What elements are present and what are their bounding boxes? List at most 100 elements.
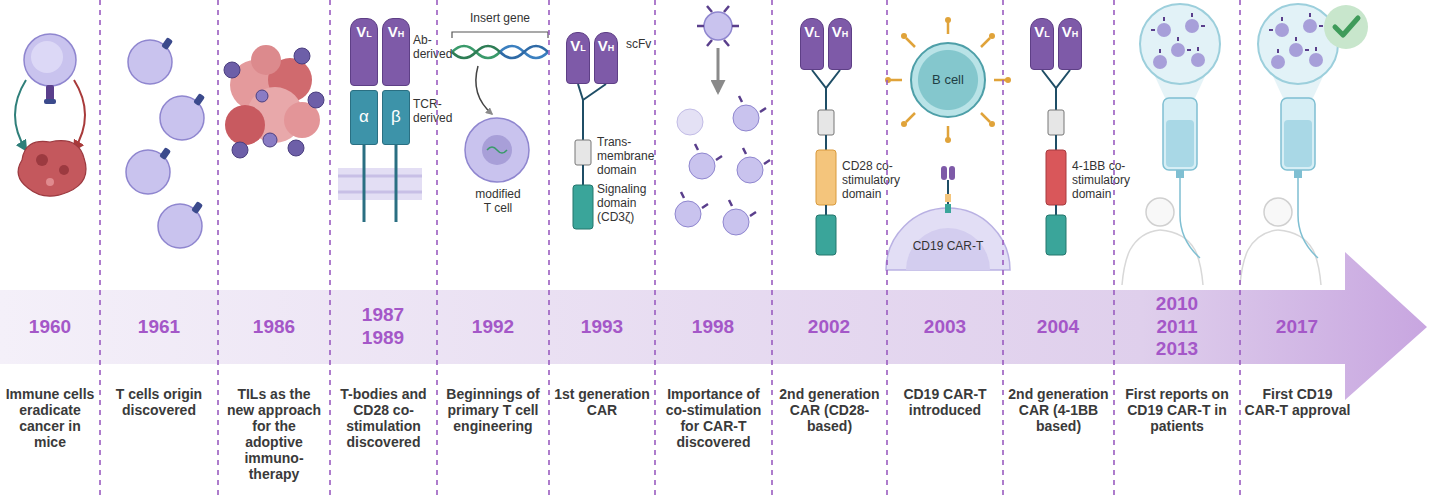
domain-label: VL	[804, 24, 820, 41]
year-label: 2017	[1267, 316, 1327, 339]
timeline-arrow: 1960196119861987 19891992199319982002200…	[0, 250, 1429, 402]
year-label: 1992	[463, 316, 523, 339]
approved-infusion	[1240, 230, 1278, 285]
milestone-description: 2nd generation CAR (4-1BB based)	[1007, 386, 1110, 434]
column-divider	[329, 0, 331, 496]
patient-infusion	[1157, 23, 1171, 37]
milestone-description: 2nd generation CAR (CD28-based)	[776, 386, 883, 434]
approved-infusion	[1278, 230, 1321, 285]
domain-label: VL	[570, 38, 586, 55]
approved-infusion	[1269, 13, 1323, 53]
year-label: 2004	[1028, 316, 1088, 339]
car-4-1bb	[1046, 215, 1066, 255]
domain-label: CD28 co-stimulatory domain	[842, 160, 908, 201]
domain-label: 4-1BB co-stimulatory domain	[1072, 160, 1138, 201]
column-divider	[771, 0, 773, 496]
t-cell-expansion	[723, 209, 749, 235]
column-divider	[1002, 0, 1004, 496]
gene-insertion	[452, 46, 500, 58]
domain-label: α	[359, 108, 369, 127]
t-cells	[161, 37, 173, 50]
cd19-car-t	[989, 121, 995, 127]
tumor-infiltrating-lymphocytes	[308, 92, 324, 108]
tumor-infiltrating-lymphocytes	[224, 45, 324, 158]
cd19-car-t	[901, 121, 907, 127]
t-cell-expansion	[675, 201, 701, 227]
tumor-infiltrating-lymphocytes	[232, 142, 248, 158]
t-body-membrane	[363, 145, 366, 222]
year-label: 1998	[683, 316, 743, 339]
gene-insertion	[452, 32, 548, 182]
patient-infusion	[1122, 230, 1160, 285]
approved-infusion	[1264, 198, 1292, 226]
domain-label: VL	[1034, 24, 1050, 41]
year-label: 1993	[572, 316, 632, 339]
vl-domain: VL	[1030, 18, 1054, 70]
gene-insertion	[476, 66, 492, 114]
t-cell-expansion	[689, 153, 715, 179]
domain-label: VH	[832, 24, 849, 41]
milestone-description: T cells origin discovered	[104, 386, 214, 418]
gene-insertion	[465, 118, 529, 182]
patient-infusion	[1122, 4, 1220, 285]
cd19-car-t	[945, 204, 951, 213]
vl-domain: VL	[800, 18, 824, 70]
cd19-car-t	[945, 137, 951, 143]
cd19-car-t	[1005, 77, 1011, 83]
domain-label: Ab-derived	[413, 34, 459, 62]
milestone-description: Importance of co-stimulation for CAR-T d…	[659, 386, 768, 450]
year-label: 2002	[799, 316, 859, 339]
tumor-infiltrating-lymphocytes	[251, 45, 281, 75]
approved-infusion	[1294, 170, 1302, 178]
vh-domain: VH	[594, 32, 618, 84]
patient-infusion	[1140, 4, 1220, 84]
t-cell-expansion	[737, 157, 763, 183]
vl-domain: VL	[566, 32, 590, 84]
milestone-description: T-bodies and CD28 co-stimulation discove…	[334, 386, 433, 450]
approved-infusion	[1298, 178, 1318, 258]
column-divider	[217, 0, 219, 496]
vl-domain: VL	[350, 18, 378, 86]
approved-infusion	[1258, 4, 1338, 84]
patient-infusion	[1185, 19, 1199, 33]
tumor-infiltrating-lymphocytes	[256, 90, 268, 102]
t-body-membrane	[395, 145, 398, 222]
t-cells	[191, 201, 203, 214]
car-4-1bb	[1048, 110, 1064, 135]
column-divider	[1113, 0, 1115, 496]
car-cd28	[825, 205, 827, 215]
t-body-membrane	[338, 175, 422, 178]
column-divider	[654, 0, 656, 496]
cd19-car-t	[901, 33, 907, 39]
column-divider	[100, 0, 1240, 496]
cell-label: B cell	[932, 73, 964, 87]
gene-insertion	[500, 46, 548, 58]
cd19-car-t	[886, 208, 1010, 270]
domain-label: β	[391, 108, 401, 127]
cd19-car-t	[890, 22, 1006, 138]
cd19-car-t	[941, 166, 947, 180]
vh-domain: VH	[828, 18, 852, 70]
patient-infusion	[1176, 170, 1184, 178]
column-divider	[1239, 0, 1241, 496]
car-4-1bb	[1055, 135, 1057, 150]
tcr-beta-domain: β	[382, 90, 410, 145]
t-cell-attack	[31, 41, 63, 73]
domain-label: VH	[388, 24, 405, 41]
approved-infusion	[1309, 53, 1323, 67]
car-cd28	[816, 215, 836, 255]
car-4-1bb	[1055, 205, 1057, 215]
domain-label: Signaling domain (CD3ζ)	[597, 183, 655, 224]
milestone-description: CD19 CAR-T introduced	[891, 386, 999, 418]
car-first-generation	[582, 165, 584, 185]
tumor-infiltrating-lymphocytes	[224, 62, 240, 78]
patient-infusion	[1171, 43, 1185, 57]
t-body-membrane	[338, 191, 422, 194]
gene-insertion	[500, 46, 548, 58]
car-4-1bb	[1042, 70, 1070, 110]
t-cells	[193, 93, 205, 106]
patient-infusion	[1180, 178, 1200, 258]
year-label: 1987 1989	[358, 304, 408, 350]
